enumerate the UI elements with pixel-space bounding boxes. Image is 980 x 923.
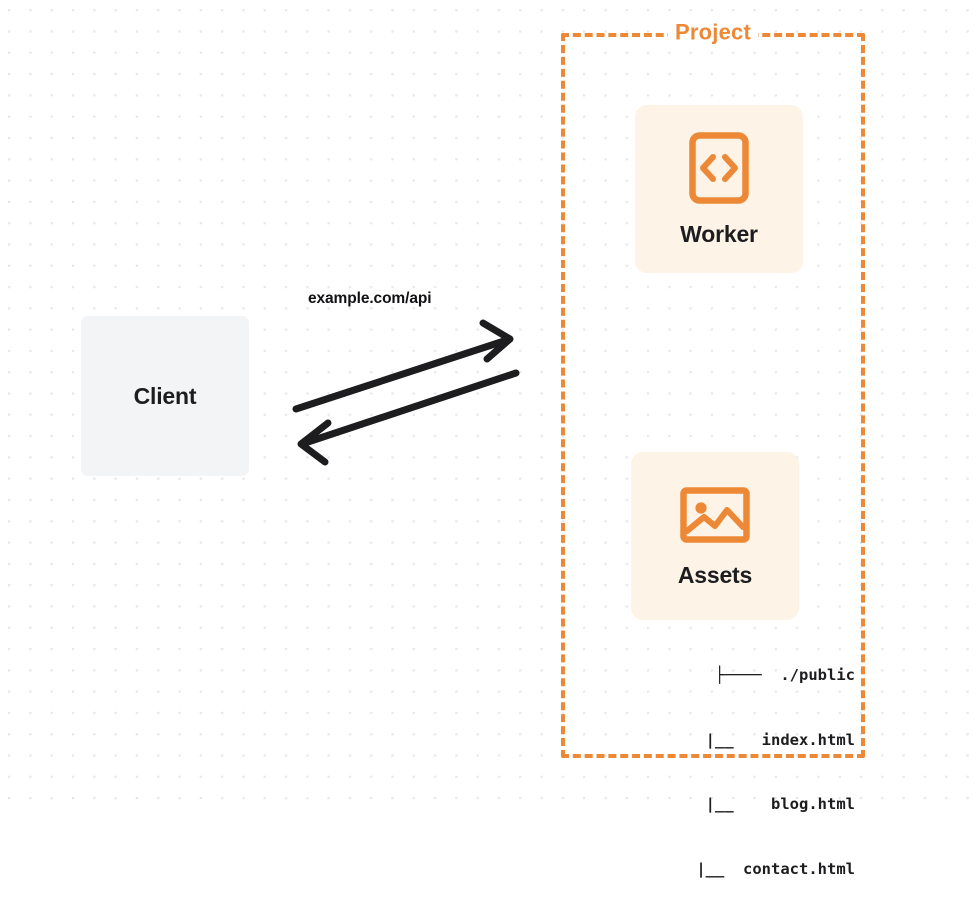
diagram-canvas: Client example.com/api Project xyxy=(0,0,980,878)
connection-group: example.com/api xyxy=(270,270,540,480)
request-arrow-icon xyxy=(292,319,514,413)
project-label: Project xyxy=(668,19,758,46)
response-arrow-icon xyxy=(297,369,520,466)
file-tree: ├──── ./public |__ index.html |__ blog.h… xyxy=(605,622,855,923)
file-tree-row: ├──── ./public xyxy=(715,666,855,684)
file-tree-row: |__ blog.html xyxy=(687,795,855,813)
file-tree-row: |__ contact.html xyxy=(677,859,855,878)
client-node[interactable]: Client xyxy=(81,316,249,476)
code-document-icon xyxy=(689,131,749,204)
worker-label: Worker xyxy=(680,220,758,247)
assets-card[interactable]: Assets xyxy=(631,452,799,620)
project-container: Project Worker Assets ├──── ./public |__… xyxy=(561,19,865,878)
image-picture-icon xyxy=(680,486,750,543)
connection-url-label: example.com/api xyxy=(308,290,432,307)
assets-label: Assets xyxy=(677,561,753,588)
file-tree-row: |__ index.html xyxy=(687,730,855,749)
worker-card[interactable]: Worker xyxy=(635,105,803,273)
client-label: Client xyxy=(133,382,197,409)
connection-arrows xyxy=(292,319,520,466)
